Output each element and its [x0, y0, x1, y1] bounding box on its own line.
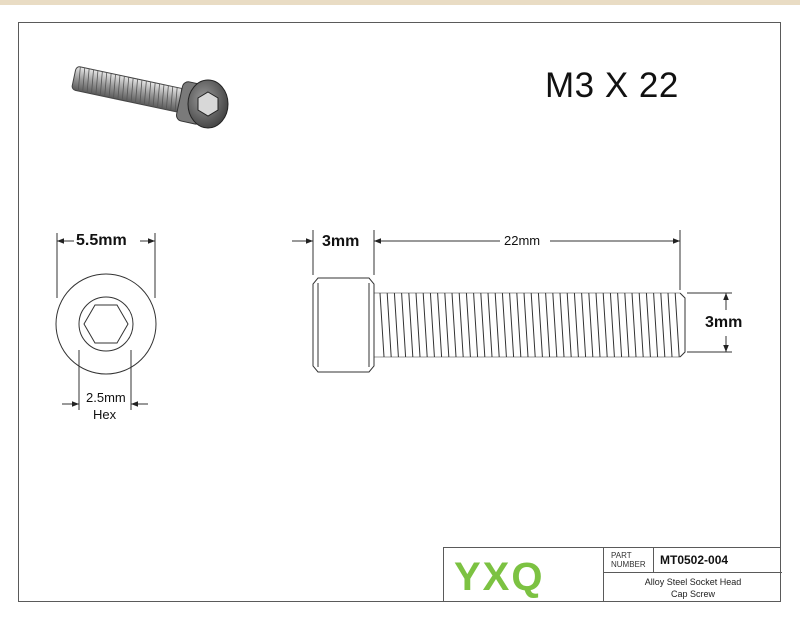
iso-thread-line [157, 83, 160, 108]
iso-thread-line [99, 71, 103, 96]
iso-thread-line [170, 86, 174, 111]
thread-line [501, 292, 507, 358]
iso-thread-line [161, 84, 165, 109]
dim-label-head-diameter: 5.5mm [76, 232, 127, 249]
thread-line [609, 292, 615, 358]
title-block-vertical-divider [653, 548, 654, 572]
iso-thread-line [135, 79, 138, 104]
thread-line [458, 292, 464, 358]
thread-line [408, 292, 414, 358]
dim-label-thread-diameter: 3mm [705, 314, 743, 331]
logo-cell: YXQ [444, 548, 604, 602]
screw-tip [679, 292, 686, 358]
iso-thread-line [139, 79, 143, 105]
dim-label-hex-size: 2.5mm [86, 390, 126, 405]
iso-thread-line [117, 75, 121, 100]
iso-thread-line [126, 77, 130, 102]
thread-line [480, 292, 486, 358]
thread-line [386, 292, 392, 358]
thread-line [674, 292, 680, 358]
screw-side-view [292, 230, 732, 373]
iso-thread-line [113, 74, 116, 99]
iso-thread-line [82, 67, 86, 92]
side-head [312, 277, 375, 373]
title-block: YXQ PART NUMBER MT0502-004 Alloy Steel S… [443, 547, 782, 602]
iso-thread-line [108, 73, 112, 98]
thread-line [422, 292, 428, 358]
thread-line [494, 292, 500, 358]
iso-thread-line [86, 68, 90, 93]
thread-line [530, 292, 536, 358]
iso-thread-line [77, 66, 81, 92]
iso-thread-line [121, 76, 125, 101]
screw-isometric-view [71, 66, 229, 129]
part-number-label-line1: PART [611, 551, 632, 560]
thread-line [559, 292, 565, 358]
thread-line [401, 292, 407, 358]
iso-hex-socket [197, 91, 219, 117]
thread-line [523, 292, 529, 358]
part-number-label: PART NUMBER [611, 551, 653, 569]
description-line2: Cap Screw [670, 589, 715, 599]
thread-line [444, 292, 450, 358]
iso-thread-line [143, 80, 147, 106]
thread-line [602, 292, 608, 358]
thread-line [653, 292, 659, 358]
thread-line [595, 292, 601, 358]
thread-line [379, 292, 385, 358]
top-border-band [0, 0, 800, 5]
dim-label-length: 22mm [504, 233, 541, 248]
thread-line [660, 292, 666, 358]
thread-line [473, 292, 479, 358]
iso-thread-line [165, 85, 169, 110]
iso-thread-line [104, 72, 108, 97]
part-number: MT0502-004 [660, 553, 729, 567]
thread-line [566, 292, 572, 358]
iso-thread-line [95, 70, 99, 95]
thread-line [638, 292, 644, 358]
hex-socket [83, 304, 129, 344]
thread-line [624, 292, 630, 358]
iso-thread-line [152, 82, 156, 107]
iso-threads [77, 66, 182, 113]
dim-label-head-height: 3mm [322, 233, 360, 250]
part-number-label-line2: NUMBER [611, 560, 646, 569]
thread-line [429, 292, 435, 358]
thread-line [552, 292, 558, 358]
iso-thread-line [148, 81, 152, 107]
thread-lines [379, 292, 680, 358]
thread-line [581, 292, 587, 358]
drawing-frame [18, 22, 781, 602]
company-logo: YXQ [454, 555, 545, 599]
part-description: Alloy Steel Socket Head Cap Screw [604, 576, 782, 600]
iso-thread-line [174, 87, 178, 112]
thread-line [545, 292, 551, 358]
title-block-row-divider [604, 572, 782, 573]
thread-line [631, 292, 637, 358]
thread-line [573, 292, 579, 358]
thread-line [509, 292, 515, 358]
thread-line [437, 292, 443, 358]
dim-label-hex: Hex [93, 407, 117, 422]
thread-line [516, 292, 522, 358]
thread-line [465, 292, 471, 358]
thread-line [537, 292, 543, 358]
thread-line [415, 292, 421, 358]
iso-thread-line [91, 69, 94, 94]
head-outer-circle [55, 273, 157, 375]
thread-line [667, 292, 673, 358]
head-inner-circle [78, 296, 134, 352]
screw-end-view [55, 233, 157, 410]
thread-line [393, 292, 399, 358]
thread-line [588, 292, 594, 358]
thread-line [645, 292, 651, 358]
description-line1: Alloy Steel Socket Head [644, 577, 742, 587]
drawing-title: M3 X 22 [545, 66, 679, 105]
thread-line [617, 292, 623, 358]
thread-line [487, 292, 493, 358]
iso-thread-line [130, 78, 134, 103]
thread-line [451, 292, 457, 358]
